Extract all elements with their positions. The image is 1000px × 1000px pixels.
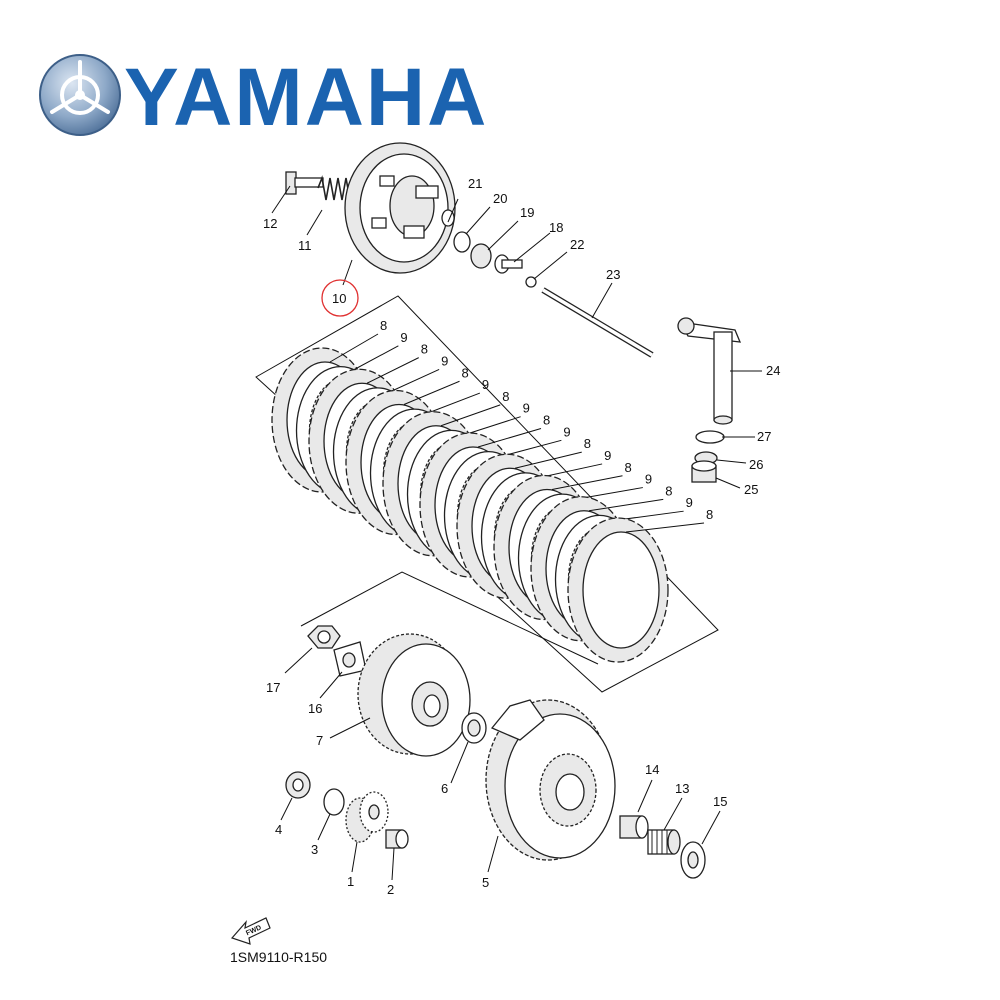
plate-leader-line <box>625 522 705 533</box>
push-rod-short-part <box>494 254 523 274</box>
lower-assembly <box>285 625 706 879</box>
lock-nut-part <box>307 625 341 649</box>
plate-callout[interactable]: 9 <box>604 448 611 463</box>
plate-leader-line <box>422 392 481 416</box>
plate-callout[interactable]: 9 <box>523 401 530 416</box>
plate-callout[interactable]: 9 <box>441 353 448 368</box>
pressure-plate-group <box>285 142 654 358</box>
plate-callout[interactable]: 8 <box>380 318 387 333</box>
plate-leader-line <box>329 333 379 363</box>
plate-callout[interactable]: 9 <box>686 495 693 510</box>
callout-11[interactable]: 11 <box>298 238 312 253</box>
diagram-code: 1SM9110-R150 <box>230 949 327 965</box>
callout-14[interactable]: 14 <box>645 762 659 777</box>
callout-25[interactable]: 25 <box>744 482 758 497</box>
callouts: 12 11 10 21 20 19 18 22 23 24 27 26 25 1… <box>263 176 780 897</box>
pressure-plate-part <box>344 142 456 274</box>
plate-callout[interactable]: 8 <box>543 413 550 428</box>
forward-arrow-icon: FWD <box>230 917 271 945</box>
plate-leader-line <box>366 357 419 384</box>
callout-6[interactable]: 6 <box>441 781 448 796</box>
plate-leader-line <box>551 475 623 490</box>
thrust-washer-part <box>461 712 487 744</box>
plate-callout[interactable]: 8 <box>625 460 632 475</box>
primary-drive-gear-part <box>345 791 389 843</box>
friction-plate-part <box>567 517 669 663</box>
push-lever-group <box>677 317 742 483</box>
plate-leader-line <box>588 498 664 512</box>
nut-part <box>285 771 311 799</box>
plate-callout[interactable]: 8 <box>462 365 469 380</box>
callout-3[interactable]: 3 <box>311 842 318 857</box>
callout-16[interactable]: 16 <box>308 701 322 716</box>
boss-frame <box>300 571 599 665</box>
callout-21[interactable]: 21 <box>468 176 482 191</box>
plate-leader-line <box>348 345 399 374</box>
plate-callout[interactable]: 8 <box>502 389 509 404</box>
callout-2[interactable]: 2 <box>387 882 394 897</box>
callout-13[interactable]: 13 <box>675 781 689 796</box>
plate-leader-line <box>477 428 542 448</box>
bearing-part <box>470 243 492 269</box>
callout-24[interactable]: 24 <box>766 363 780 378</box>
push-lever-shaft-part <box>677 317 742 425</box>
tuning-fork-emblem-icon <box>39 54 121 136</box>
callout-22[interactable]: 22 <box>570 237 584 252</box>
callout-27[interactable]: 27 <box>757 429 771 444</box>
plate-callout[interactable]: 8 <box>421 342 428 357</box>
brand-wordmark: YAMAHA <box>124 52 488 143</box>
needle-bearing-part <box>647 829 681 855</box>
callout-15[interactable]: 15 <box>713 794 727 809</box>
callout-1[interactable]: 1 <box>347 874 354 889</box>
ball-part <box>525 276 537 288</box>
washer-plate-part <box>680 841 706 879</box>
plate-callout[interactable]: 8 <box>665 483 672 498</box>
bearing-part <box>691 460 717 483</box>
spacer-part <box>619 815 649 839</box>
leader-lines <box>271 185 762 881</box>
plate-leader-line <box>514 451 582 469</box>
callout-17[interactable]: 17 <box>266 680 280 695</box>
plate-callout[interactable]: 8 <box>706 507 713 522</box>
callout-5[interactable]: 5 <box>482 875 489 890</box>
washer-part <box>323 788 345 816</box>
callout-20[interactable]: 20 <box>493 191 507 206</box>
plate-callout[interactable]: 8 <box>584 436 591 451</box>
highlight-circle <box>321 279 359 317</box>
plate-leader-line <box>385 368 440 395</box>
callout-23[interactable]: 23 <box>606 267 620 282</box>
plate-callout[interactable]: 9 <box>400 330 407 345</box>
callout-19[interactable]: 19 <box>520 205 534 220</box>
callout-12[interactable]: 12 <box>263 216 277 231</box>
plate-leader-line <box>403 380 460 405</box>
plate-leader-line <box>440 404 501 427</box>
circlip-part <box>695 430 725 444</box>
washer-part <box>453 231 471 253</box>
callout-26[interactable]: 26 <box>749 457 763 472</box>
plate-callout[interactable]: 9 <box>563 424 570 439</box>
clutch-boss-part <box>357 633 471 757</box>
collar-part <box>385 829 409 849</box>
yamaha-logo: YAMAHA <box>39 52 488 143</box>
callout-10[interactable]: 10 <box>332 291 346 306</box>
callout-18[interactable]: 18 <box>549 220 563 235</box>
clutch-housing-part <box>485 699 616 861</box>
push-rod-long-part <box>541 287 654 358</box>
bolt-part <box>285 171 324 195</box>
lock-washer-part <box>333 641 367 677</box>
plate-callout[interactable]: 9 <box>482 377 489 392</box>
plate-callout[interactable]: 9 <box>645 472 652 487</box>
callout-7[interactable]: 7 <box>316 733 323 748</box>
callout-4[interactable]: 4 <box>275 822 282 837</box>
